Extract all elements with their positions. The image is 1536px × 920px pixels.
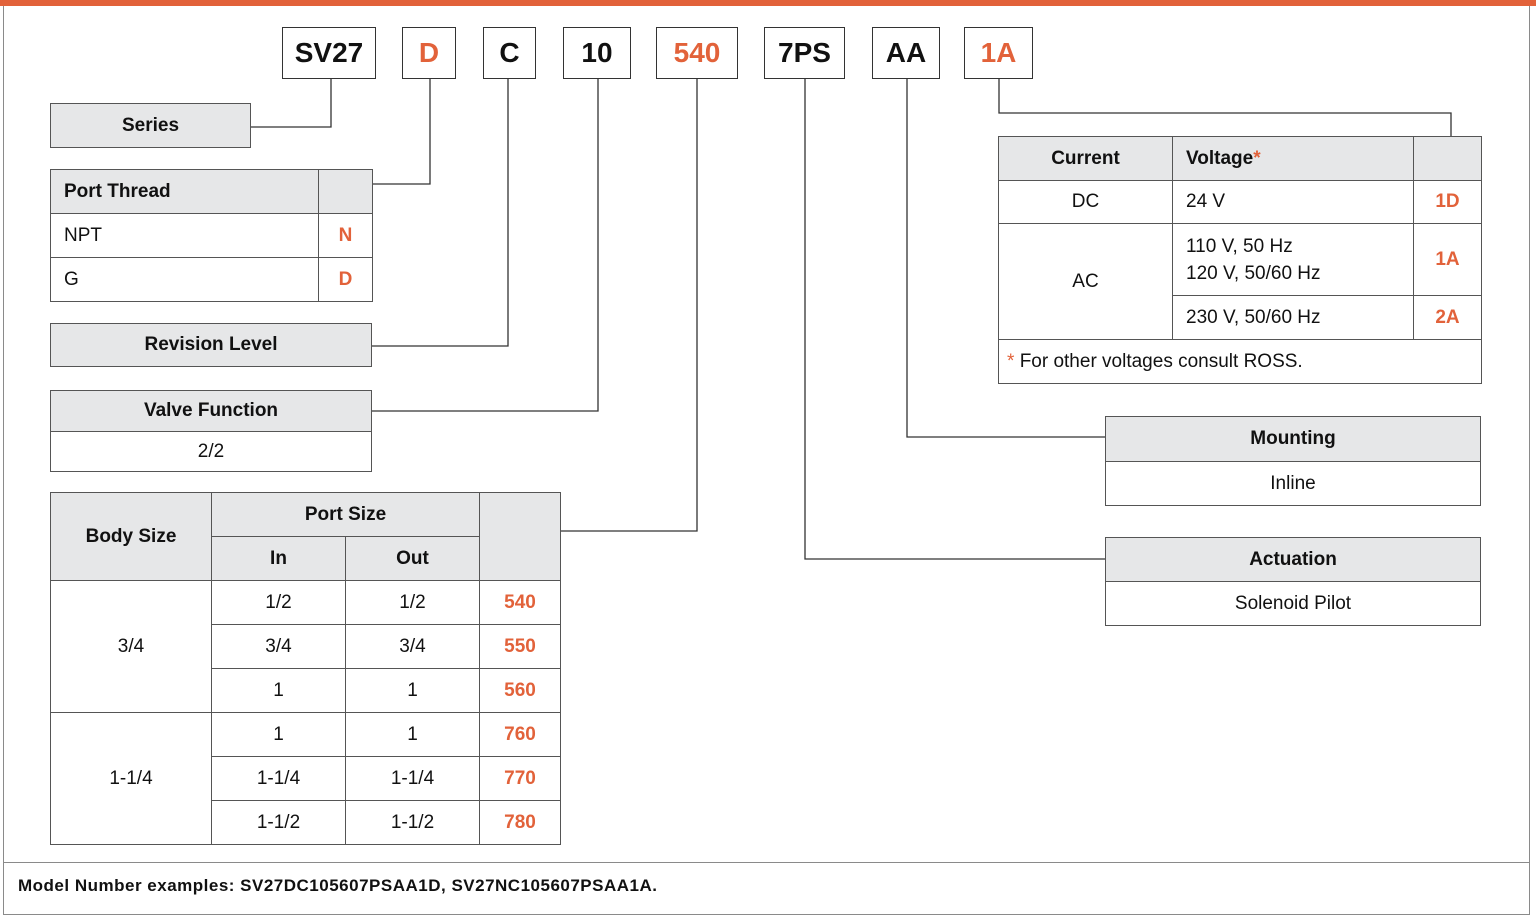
voltage-note: * For other voltages consult ROSS. [998,339,1482,384]
actuation-table: Actuation Solenoid Pilot [1105,537,1481,626]
size-code-cell: 540 [479,580,561,625]
size-code-cell: 560 [479,668,561,713]
mounting-header: Mounting [1105,416,1481,462]
port-thread-code: N [318,213,373,258]
voltage-code-ac2: 2A [1413,295,1482,340]
voltage-ac-row2: 230 V, 50/60 Hz [1172,295,1414,340]
series-label: Series [50,103,251,148]
size-code-cell: 550 [479,624,561,669]
code-box-actuation: 7PS [764,27,845,79]
size-code-cell: 780 [479,800,561,845]
port-out-cell: 1/2 [345,580,480,625]
port-thread-header-code [318,169,373,214]
port-out-header: Out [345,536,480,581]
valve-function-value: 2/2 [50,431,372,472]
code-box-revision: C [483,27,536,79]
port-in-cell: 1-1/2 [211,800,346,845]
valve-function-table: Valve Function 2/2 [50,390,372,472]
note-text: For other voltages consult ROSS. [1019,350,1303,372]
size-code-cell: 770 [479,756,561,801]
body-size-header: Body Size [50,492,212,581]
code-box-body-port-size: 540 [656,27,738,79]
code-box-series: SV27 [282,27,376,79]
code-box-voltage: 1A [964,27,1033,79]
port-in-cell: 1/2 [211,580,346,625]
port-thread-table: Port Thread NPT N G D [50,169,373,302]
body-size-cell: 3/4 [50,580,212,713]
port-in-cell: 3/4 [211,624,346,669]
revision-level-label: Revision Level [50,323,372,367]
voltage-code-header [1413,136,1482,181]
port-thread-header: Port Thread [50,169,319,214]
port-in-cell: 1 [211,712,346,757]
voltage-table: Current Voltage* DC 24 V 1D AC 110 V, 50… [998,136,1482,384]
voltage-asterisk: * [1253,147,1261,169]
valve-function-header: Valve Function [50,390,372,432]
port-thread-code: D [318,257,373,302]
size-code-cell: 760 [479,712,561,757]
port-size-header: Port Size [211,492,480,537]
footer-separator [3,862,1530,863]
note-asterisk: * [1007,350,1015,372]
port-in-header: In [211,536,346,581]
voltage-header: Voltage* [1172,136,1414,181]
code-box-mounting: AA [872,27,940,79]
voltage-ac-row1: 110 V, 50 Hz 120 V, 50/60 Hz [1172,223,1414,296]
voltage-dc: 24 V [1172,180,1414,224]
port-thread-name: G [50,257,319,302]
port-out-cell: 1-1/2 [345,800,480,845]
actuation-header: Actuation [1105,537,1481,582]
port-out-cell: 1 [345,668,480,713]
port-out-cell: 1-1/4 [345,756,480,801]
port-out-cell: 3/4 [345,624,480,669]
port-in-cell: 1-1/4 [211,756,346,801]
voltage-ac-line1: 110 V, 50 Hz [1186,235,1293,257]
diagram-frame [3,6,1530,915]
current-header: Current [998,136,1173,181]
mounting-table: Mounting Inline [1105,416,1481,506]
voltage-ac-line2: 120 V, 50/60 Hz [1186,262,1321,284]
port-in-cell: 1 [211,668,346,713]
current-ac: AC [998,223,1173,340]
current-dc: DC [998,180,1173,224]
voltage-code-dc: 1D [1413,180,1482,224]
port-thread-name: NPT [50,213,319,258]
voltage-code-ac1: 1A [1413,223,1482,296]
code-box-port-thread: D [402,27,456,79]
model-number-examples: Model Number examples: SV27DC105607PSAA1… [18,876,658,895]
port-out-cell: 1 [345,712,480,757]
body-size-cell: 1-1/4 [50,712,212,845]
voltage-header-label: Voltage [1186,147,1254,169]
top-accent-bar [0,0,1536,6]
body-port-size-table: Body Size Port Size In Out 3/4 1/2 1/2 5… [50,492,561,845]
code-header [479,492,561,581]
mounting-value: Inline [1105,461,1481,506]
code-box-valve-function: 10 [563,27,631,79]
actuation-value: Solenoid Pilot [1105,581,1481,626]
